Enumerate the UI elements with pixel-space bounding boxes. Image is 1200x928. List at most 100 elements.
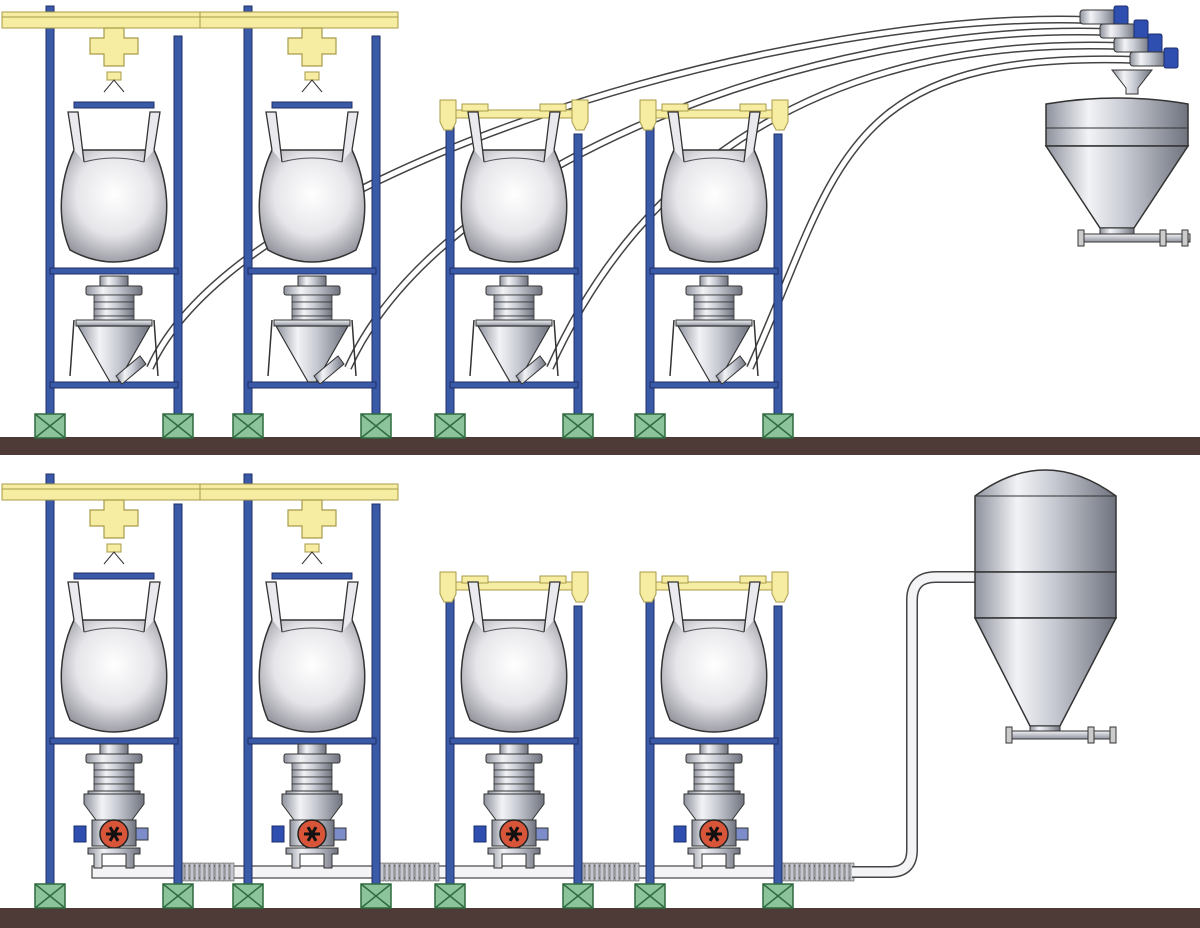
asterisk-rotor-icon xyxy=(99,819,129,849)
cross-box-icon xyxy=(360,883,392,909)
foot-cross xyxy=(232,413,264,439)
bag-strap-left xyxy=(467,111,485,163)
clamp-ring xyxy=(485,753,543,764)
bellows-ring xyxy=(93,762,135,771)
bag-strap-left xyxy=(67,581,85,633)
frame-crossbar xyxy=(649,267,779,275)
rotor-vane xyxy=(108,826,120,842)
bag-lifting-frame xyxy=(439,571,589,603)
bag-strap-right xyxy=(743,111,761,163)
hoist-body xyxy=(89,499,139,539)
hopper-cone xyxy=(76,325,152,383)
flex-connector-rib xyxy=(819,862,825,882)
clamp-ring xyxy=(685,753,743,764)
spout-neck xyxy=(499,275,529,287)
frame-crossbar xyxy=(649,381,779,389)
bag-fold xyxy=(281,157,343,163)
conveying-hose-inner xyxy=(747,56,1139,370)
frame-crossbar xyxy=(247,381,377,389)
hoist xyxy=(89,499,139,565)
hoist-hook-block xyxy=(106,543,122,553)
floor-upper xyxy=(0,437,1200,455)
receiver-valve xyxy=(1147,33,1163,55)
frame xyxy=(243,5,381,415)
bag-strap-left xyxy=(467,581,485,633)
bag-strap-left xyxy=(265,581,283,633)
slanted-outlet-hopper xyxy=(669,319,759,385)
bellows-ring xyxy=(493,308,535,317)
flex-connector-rib xyxy=(194,862,200,882)
outlet-pipe xyxy=(313,355,345,385)
bag-body xyxy=(460,149,568,263)
flex-connector-rib xyxy=(219,862,225,882)
hopper-cone xyxy=(676,325,752,383)
stations-group xyxy=(1,5,794,909)
flex-connector-rib xyxy=(184,862,190,882)
flex-connector-rib xyxy=(189,862,195,882)
outlet-pipe xyxy=(515,355,547,385)
hoist-body xyxy=(287,499,337,539)
bulk-bag xyxy=(460,111,568,263)
receiver-valve xyxy=(1133,19,1149,41)
lifting-frame-post-right xyxy=(571,99,589,131)
bulk-bag xyxy=(460,581,568,733)
fork-pocket xyxy=(739,103,767,112)
lifting-spreader xyxy=(271,572,353,580)
bag-spout-clamp xyxy=(485,743,543,800)
flex-connector-rib xyxy=(624,862,630,882)
riser-pipe-inner xyxy=(852,572,980,877)
hopper-cone xyxy=(274,325,350,383)
frame-crossbar xyxy=(449,381,579,389)
clamp-ring xyxy=(685,285,743,296)
cross-box-icon xyxy=(434,413,466,439)
bellows-ring xyxy=(93,769,135,778)
bag-strap-left xyxy=(667,581,685,633)
frame-post-left xyxy=(45,473,55,887)
cross-box-icon xyxy=(162,883,194,909)
cross-box-icon xyxy=(360,413,392,439)
discharge-cone xyxy=(683,793,745,821)
screw-end xyxy=(1005,726,1013,744)
frame-post-right xyxy=(371,503,381,887)
hopper-legs xyxy=(267,319,357,377)
foot-cross xyxy=(634,883,666,909)
bellows-ring xyxy=(93,776,135,785)
flex-connector-rib xyxy=(404,862,410,882)
hoist xyxy=(89,27,139,93)
filter-receivers xyxy=(1079,5,1179,95)
bag-strap-right xyxy=(143,111,161,163)
spout-neck xyxy=(99,275,129,287)
spout-neck xyxy=(499,743,529,755)
flex-connector-rib xyxy=(229,862,235,882)
bellows-ring xyxy=(291,769,333,778)
station-lower-2 xyxy=(199,473,399,909)
hoist-hook-block xyxy=(304,543,320,553)
hoist-hook-block xyxy=(106,71,122,81)
bag-body xyxy=(460,619,568,733)
valve-base xyxy=(487,847,541,869)
floor-lower xyxy=(0,908,1200,928)
lifting-spreader xyxy=(73,101,155,109)
hopper-top xyxy=(1045,97,1189,147)
bag-strap-right xyxy=(543,111,561,163)
station-lower-1 xyxy=(1,473,201,909)
crane-rail xyxy=(199,15,399,29)
rotary-valve-assembly xyxy=(673,793,749,869)
hoist xyxy=(287,499,337,565)
crane-rail xyxy=(1,15,201,29)
station-upper-2 xyxy=(199,5,399,439)
foot-cross xyxy=(562,413,594,439)
crane-rail xyxy=(1,487,201,501)
valve-drive xyxy=(735,827,749,841)
bulk-bag xyxy=(660,111,768,263)
discharge-cone xyxy=(83,793,145,821)
flex-connector-rib xyxy=(799,862,805,882)
hopper-legs xyxy=(469,319,559,377)
frame-post-left xyxy=(645,103,655,415)
crane-rail-top xyxy=(199,11,399,18)
crane-rail xyxy=(199,487,399,501)
foot-cross xyxy=(634,413,666,439)
cross-box-icon xyxy=(762,413,794,439)
bellows-ring xyxy=(493,294,535,303)
